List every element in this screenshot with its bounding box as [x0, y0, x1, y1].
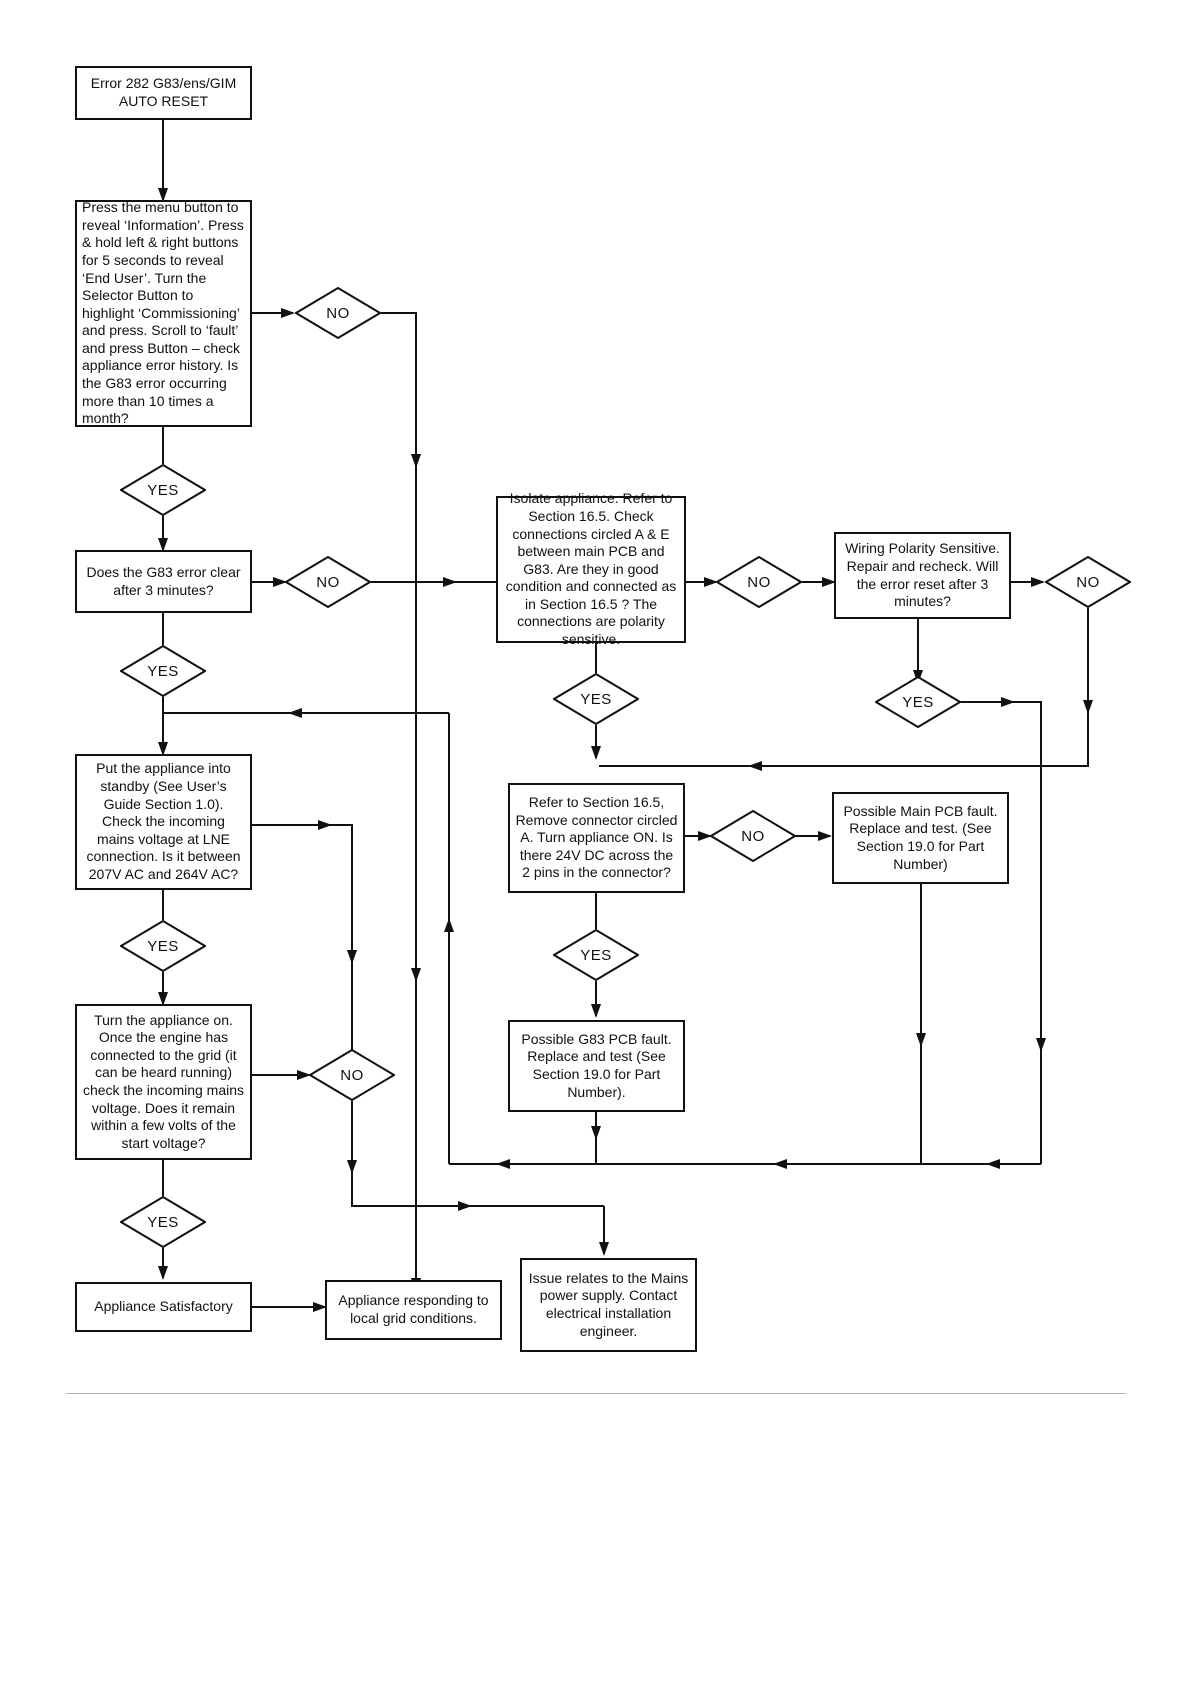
decision-yes-connector-label: YES [580, 946, 612, 964]
decision-no-isolate: NO [716, 556, 802, 608]
check-history-box: Press the menu button to reveal ‘Informa… [75, 199, 252, 427]
error-clear-box: Does the G83 error clear after 3 minutes… [75, 550, 252, 613]
decision-no-clear: NO [285, 556, 371, 608]
mains-supply-box: Issue relates to the Mains power supply.… [520, 1258, 697, 1352]
decision-yes-isolate: YES [553, 673, 639, 725]
g83-pcb-fault-text: Possible G83 PCB fault. Replace and test… [521, 1030, 672, 1100]
connector-a-box: Refer to Section 16.5, Remove connector … [508, 783, 685, 893]
connector-a-text: Refer to Section 16.5, Remove connector … [515, 794, 678, 881]
error-clear-text: Does the G83 error clear after 3 minutes… [86, 563, 241, 598]
start-box: Error 282 G83/ens/GIM AUTO RESET [75, 66, 252, 120]
decision-yes-connector: YES [553, 929, 639, 981]
start-box-text: Error 282 G83/ens/GIM AUTO RESET [90, 75, 237, 109]
appliance-satisfactory-text: Appliance Satisfactory [94, 1298, 233, 1315]
decision-no-polarity-label: NO [1076, 573, 1100, 591]
check-history-text: Press the menu button to reveal ‘Informa… [82, 199, 244, 427]
decision-no-connector: NO [710, 810, 796, 862]
g83-pcb-fault-box: Possible G83 PCB fault. Replace and test… [508, 1020, 685, 1112]
decision-no-polarity: NO [1045, 556, 1131, 608]
decision-no-clear-label: NO [316, 573, 340, 591]
appliance-on-box: Turn the appliance on. Once the engine h… [75, 1004, 252, 1160]
decision-yes-history-label: YES [147, 481, 179, 499]
polarity-text: Wiring Polarity Sensitive. Repair and re… [845, 540, 1000, 610]
appliance-on-text: Turn the appliance on. Once the engine h… [82, 1011, 245, 1151]
decision-no-history-label: NO [326, 304, 350, 322]
local-grid-text: Appliance responding to local grid condi… [338, 1292, 489, 1326]
decision-no-history: NO [295, 287, 381, 339]
decision-yes-standby: YES [120, 920, 206, 972]
mains-supply-text: Issue relates to the Mains power supply.… [528, 1269, 689, 1339]
decision-yes-polarity-label: YES [902, 693, 934, 711]
decision-no-voltage-label: NO [340, 1066, 364, 1084]
isolate-text: Isolate appliance. Refer to Section 16.5… [505, 490, 677, 648]
decision-yes-standby-label: YES [147, 937, 179, 955]
local-grid-box: Appliance responding to local grid condi… [325, 1280, 502, 1340]
decision-yes-clear: YES [120, 645, 206, 697]
polarity-box: Wiring Polarity Sensitive. Repair and re… [834, 532, 1011, 619]
decision-yes-voltage: YES [120, 1196, 206, 1248]
decision-yes-clear-label: YES [147, 662, 179, 680]
page-divider [66, 1393, 1126, 1394]
main-pcb-fault-box: Possible Main PCB fault. Replace and tes… [832, 792, 1009, 884]
decision-yes-polarity: YES [875, 676, 961, 728]
decision-yes-voltage-label: YES [147, 1213, 179, 1231]
decision-yes-isolate-label: YES [580, 690, 612, 708]
decision-no-voltage: NO [309, 1049, 395, 1101]
appliance-satisfactory-box: Appliance Satisfactory [75, 1282, 252, 1332]
decision-yes-history: YES [120, 464, 206, 516]
decision-no-isolate-label: NO [747, 573, 771, 591]
isolate-box: Isolate appliance. Refer to Section 16.5… [496, 490, 686, 647]
main-pcb-fault-text: Possible Main PCB fault. Replace and tes… [843, 802, 998, 872]
standby-check-text: Put the appliance into standby (See User… [86, 760, 241, 882]
decision-no-connector-label: NO [741, 827, 765, 845]
standby-check-box: Put the appliance into standby (See User… [75, 754, 252, 890]
